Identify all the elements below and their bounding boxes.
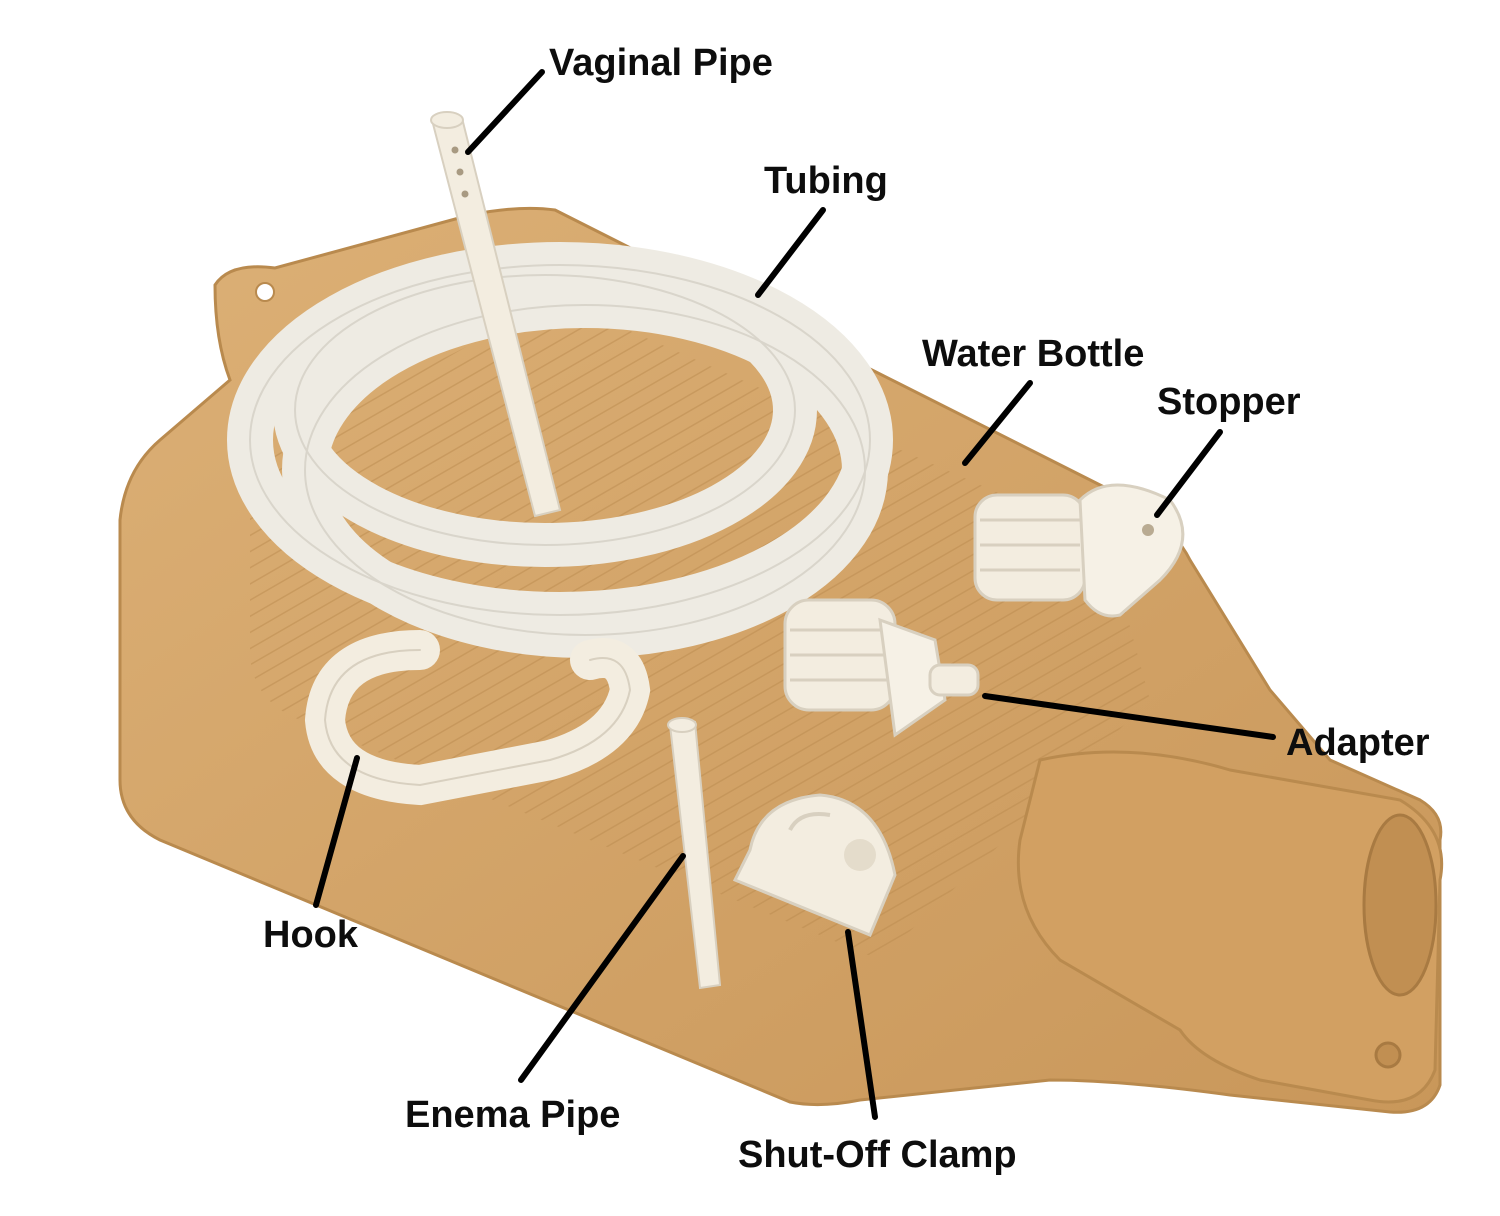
- leader-tubing: [755, 207, 826, 298]
- label-enema-pipe: Enema Pipe: [405, 1094, 621, 1136]
- leader-lines: [313, 69, 1276, 1120]
- leader-stopper: [1154, 429, 1223, 518]
- label-water-bottle: Water Bottle: [922, 333, 1145, 375]
- leader-shut-off-clamp: [845, 929, 878, 1120]
- leader-hook: [313, 755, 360, 908]
- label-vaginal-pipe: Vaginal Pipe: [549, 42, 773, 84]
- leader-vaginal-pipe: [465, 69, 545, 155]
- leader-water-bottle: [962, 380, 1033, 466]
- adapter: [783, 598, 980, 738]
- tubing-coil: [227, 242, 893, 658]
- label-adapter: Adapter: [1286, 722, 1430, 764]
- label-shut-off-clamp: Shut-Off Clamp: [738, 1134, 1017, 1176]
- shut-off-clamp: [732, 793, 897, 937]
- leader-enema-pipe: [518, 853, 686, 1083]
- vaginal-pipe: [430, 111, 562, 518]
- label-stopper: Stopper: [1157, 381, 1301, 423]
- bottle-mouth: [1362, 813, 1438, 997]
- enema-pipe: [667, 717, 722, 990]
- hook: [304, 630, 651, 806]
- label-hook: Hook: [263, 914, 358, 956]
- bottle-neck: [1016, 750, 1444, 1104]
- hanging-hole: [255, 282, 275, 302]
- label-tubing: Tubing: [764, 160, 888, 202]
- neck-hole: [1374, 1041, 1402, 1069]
- leader-adapter: [982, 693, 1276, 740]
